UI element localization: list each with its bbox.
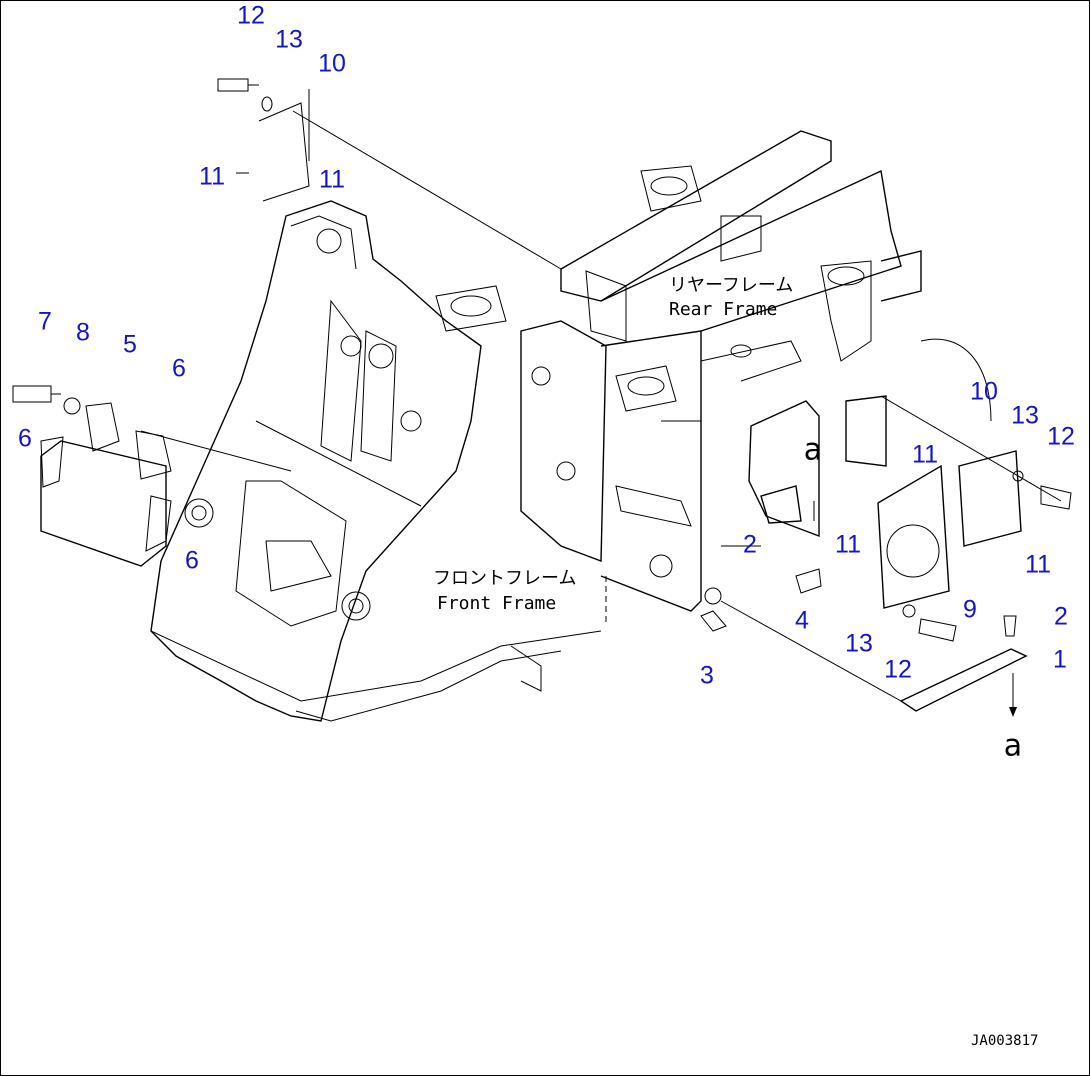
callout-11-right-far: 11 [1025, 551, 1051, 579]
right-cover-parts [700, 450, 1072, 712]
callout-2-right: 2 [1054, 603, 1068, 631]
right-cover-area [748, 338, 992, 538]
callout-13-right: 13 [1011, 402, 1039, 430]
rear-frame-label-en: Rear Frame [669, 299, 777, 320]
top-cover-parts [217, 78, 310, 202]
rear-frame-label-jp: リヤーフレーム [669, 275, 793, 296]
part-callouts: 12 13 10 11 11 7 8 5 6 6 6 2 4 3 11 11 1… [18, 2, 1075, 690]
view-references: a a [804, 433, 1022, 764]
leader-lines [140, 89, 1062, 717]
callout-3: 3 [700, 662, 714, 690]
callout-2-center: 2 [743, 531, 757, 559]
callout-5: 5 [123, 331, 137, 359]
left-cover-parts [12, 385, 172, 567]
callout-6-left: 6 [18, 425, 32, 453]
callout-12-right: 12 [1047, 423, 1075, 451]
callout-11-right-mid: 11 [835, 531, 861, 559]
rear-frame [435, 130, 922, 412]
frame-labels: リヤーフレーム Rear Frame フロントフレーム Front Frame [433, 275, 793, 614]
callout-6-lower: 6 [185, 547, 199, 575]
callout-11-top-right: 11 [319, 166, 345, 194]
drawing-code: JA003817 [971, 1033, 1038, 1049]
callout-6-upper: 6 [172, 355, 186, 383]
front-frame [150, 200, 602, 722]
callout-8: 8 [76, 319, 90, 347]
callout-4: 4 [795, 607, 809, 635]
callout-13-top: 13 [275, 26, 303, 54]
callout-1: 1 [1053, 646, 1067, 674]
callout-9: 9 [963, 596, 977, 624]
front-frame-label-jp: フロントフレーム [433, 568, 576, 589]
callout-11-right-top: 11 [912, 441, 938, 469]
view-ref-a-lower: a [1004, 729, 1022, 764]
callout-12-top: 12 [237, 2, 265, 30]
center-tower [520, 320, 802, 612]
callout-11-top-left: 11 [199, 163, 225, 191]
callout-12-lower: 12 [884, 656, 912, 684]
front-frame-label-en: Front Frame [437, 593, 556, 614]
callout-7: 7 [38, 308, 52, 336]
callout-10-top: 10 [318, 50, 346, 78]
callout-13-lower: 13 [845, 630, 873, 658]
view-ref-a-upper: a [804, 433, 822, 468]
callout-10-right: 10 [970, 378, 998, 406]
